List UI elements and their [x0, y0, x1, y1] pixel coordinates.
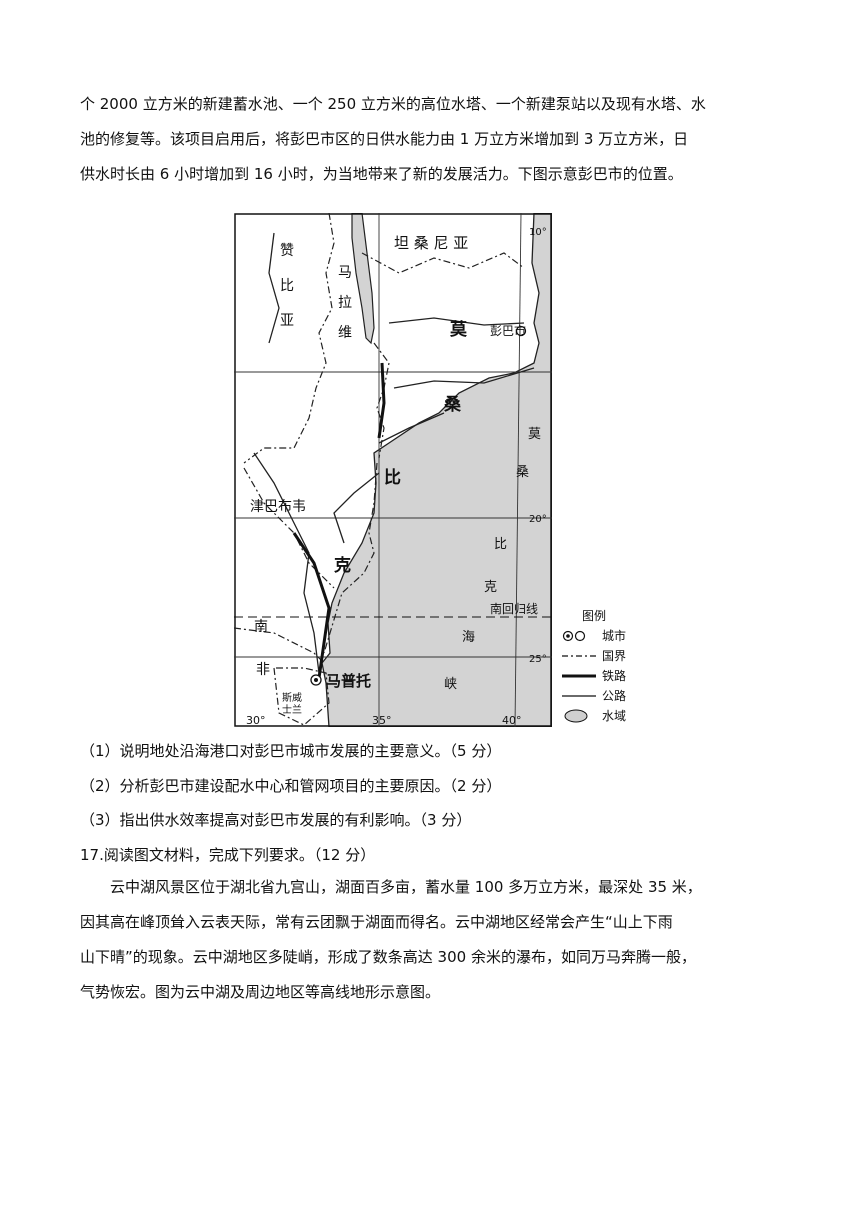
label-pemba: 彭巴市 — [490, 323, 526, 338]
label-mozambique-1: 莫 — [449, 320, 468, 340]
label-channel-3: 比 — [494, 537, 507, 552]
label-zambia-2: 比 — [280, 278, 294, 294]
map-legend: 图例 城市 国界 铁路 公路 水域 — [560, 606, 626, 726]
label-mozambique-2: 桑 — [444, 395, 462, 415]
borders — [234, 213, 525, 726]
label-swaziland-2: 士兰 — [282, 703, 302, 716]
legend-label-railway: 铁路 — [602, 669, 627, 683]
city-symbol-icon — [562, 630, 586, 642]
label-maputo: 马普托 — [326, 672, 371, 690]
q17-line-2: 因其高在峰顶耸入云表天际，常有云团飘于湖面而得名。云中湖地区经常会产生“山上下雨 — [80, 913, 673, 931]
intro-line-3: 供水时长由 6 小时增加到 16 小时，为当地带来了新的发展活力。下图示意彭巴市… — [80, 165, 683, 183]
q17-line-3: 山下晴”的现象。云中湖地区多陡峭，形成了数条高达 300 余米的瀑布，如同万马奔… — [80, 948, 696, 966]
label-channel-6: 峡 — [444, 677, 457, 692]
label-zimbabwe: 津巴布韦 — [250, 499, 306, 515]
label-lon-30: 30° — [246, 714, 266, 727]
label-lat-10: 10° — [529, 227, 547, 238]
q17-paragraph: 云中湖风景区位于湖北省九宫山，湖面百多亩，蓄水量 100 多万立方米，最深处 3… — [80, 870, 780, 1010]
legend-title: 图例 — [582, 609, 607, 623]
q17-line-1: 云中湖风景区位于湖北省九宫山，湖面百多亩，蓄水量 100 多万立方米，最深处 3… — [110, 878, 702, 896]
q17-title: 17.阅读图文材料，完成下列要求。（12 分） — [80, 846, 376, 864]
label-lat-25: 25° — [529, 654, 547, 665]
legend-item-water: 水域 — [560, 706, 626, 726]
legend-item-city: 城市 — [560, 626, 626, 646]
question-1: （1）说明地处沿海港口对彭巴市城市发展的主要意义。（5 分） — [80, 742, 502, 760]
legend-item-road: 公路 — [560, 686, 626, 706]
border-symbol-icon — [562, 655, 596, 657]
map-frame — [234, 213, 552, 727]
legend-item-railway: 铁路 — [560, 666, 626, 686]
graticule — [234, 213, 552, 727]
label-lon-40: 40° — [502, 714, 522, 727]
city-pemba — [515, 325, 527, 337]
label-tanzania: 坦 桑 尼 亚 — [394, 234, 468, 252]
label-zambia-3: 亚 — [280, 313, 294, 329]
label-malawi-1: 马 — [338, 265, 352, 281]
legend-label-border: 国界 — [602, 649, 627, 663]
label-zambia-1: 赞 — [280, 243, 294, 259]
sea-area — [321, 213, 552, 727]
label-mozambique-3: 比 — [384, 467, 401, 488]
label-channel-1: 莫 — [528, 427, 541, 442]
lake-malawi — [351, 213, 375, 345]
question-3: （3）指出供水效率提高对彭巴市发展的有利影响。（3 分） — [80, 811, 472, 829]
legend-label-water: 水域 — [602, 709, 627, 723]
label-swaziland-1: 斯威 — [282, 691, 302, 704]
label-malawi-2: 拉 — [338, 295, 352, 311]
label-lon-35: 35° — [372, 714, 392, 727]
label-tropic: 南回归线 — [490, 601, 538, 616]
city-maputo — [310, 674, 322, 686]
legend-item-border: 国界 — [560, 646, 626, 666]
water-symbol-icon — [564, 709, 588, 723]
pemba-location-map: 坦 桑 尼 亚 赞 比 亚 马 拉 维 莫 桑 比 克 彭巴市 津巴布韦 南 非… — [234, 213, 552, 727]
question-2: （2）分析彭巴市建设配水中心和管网项目的主要原因。（2 分） — [80, 777, 502, 795]
road-symbol-icon — [562, 695, 596, 697]
intro-line-2: 池的修复等。该项目启用后，将彭巴市区的日供水能力由 1 万立方米增加到 3 万立… — [80, 130, 689, 148]
label-malawi-3: 维 — [338, 325, 352, 341]
label-channel-5: 海 — [462, 630, 475, 645]
map-labels: 坦 桑 尼 亚 赞 比 亚 马 拉 维 莫 桑 比 克 彭巴市 津巴布韦 南 非… — [246, 227, 547, 727]
label-channel-4: 克 — [484, 580, 497, 595]
railway-symbol-icon — [562, 674, 596, 678]
label-channel-2: 桑 — [516, 465, 529, 480]
label-lat-20: 20° — [529, 514, 547, 525]
q17-line-4: 气势恢宏。图为云中湖及周边地区等高线地形示意图。 — [80, 983, 441, 1001]
label-south-africa-1: 南 — [254, 619, 268, 635]
legend-label-city: 城市 — [602, 629, 627, 643]
intro-line-1: 个 2000 立方米的新建蓄水池、一个 250 立方米的高位水塔、一个新建泵站以… — [80, 95, 706, 113]
legend-label-road: 公路 — [602, 689, 627, 703]
label-south-africa-2: 非 — [256, 662, 270, 678]
label-mozambique-4: 克 — [334, 555, 351, 576]
intro-paragraph: 个 2000 立方米的新建蓄水池、一个 250 立方米的高位水塔、一个新建泵站以… — [80, 87, 780, 192]
railways — [292, 362, 386, 679]
